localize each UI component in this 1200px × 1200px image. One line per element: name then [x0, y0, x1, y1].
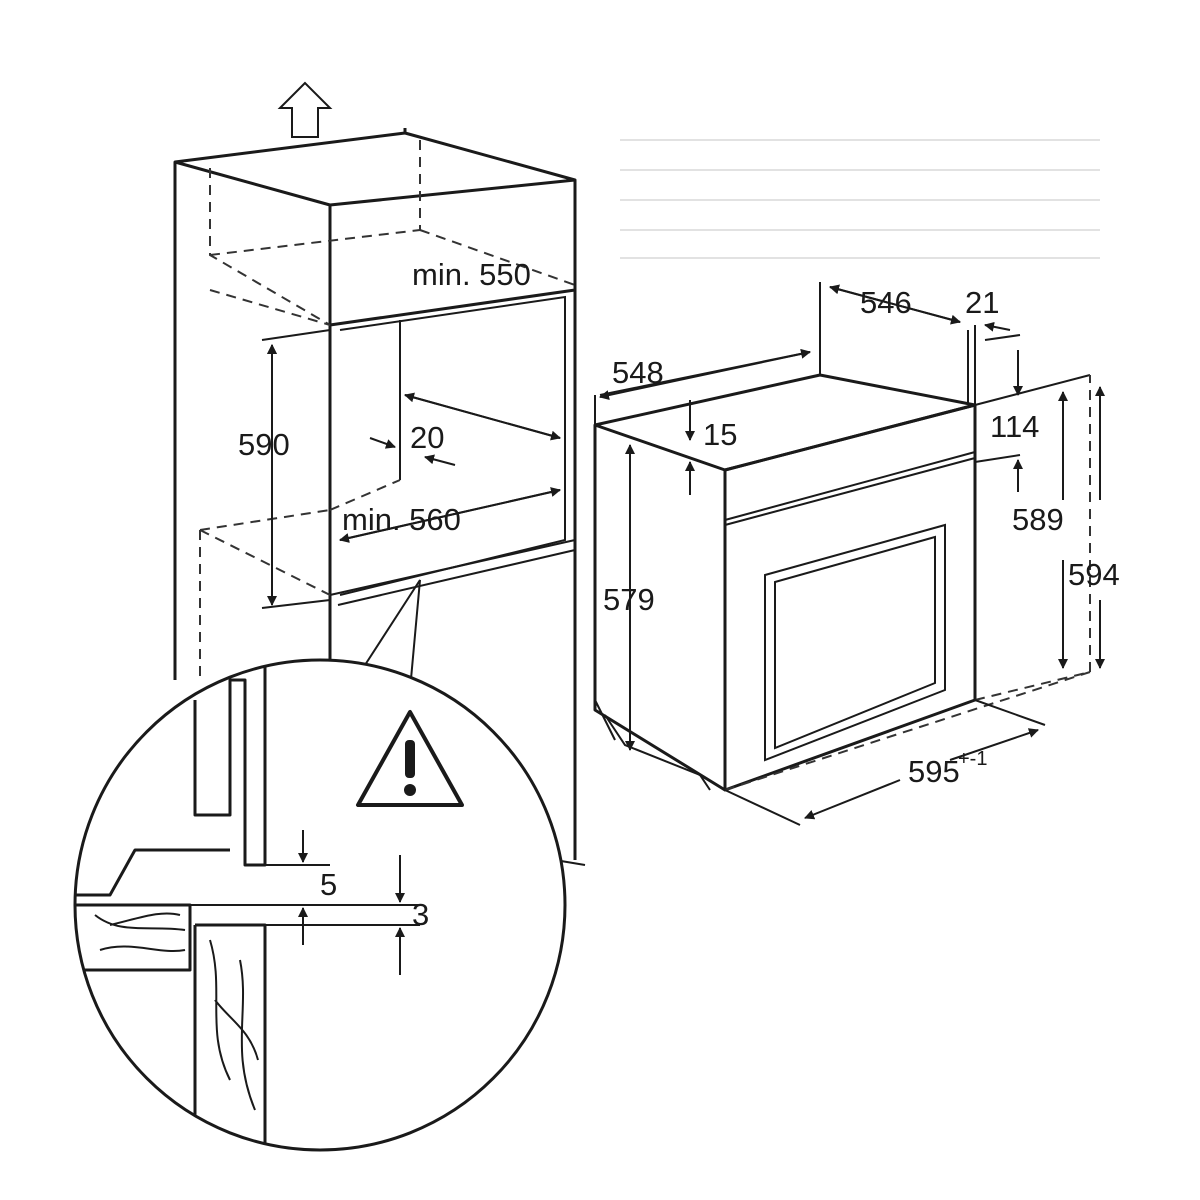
- cabinet-dimensions: [261, 329, 561, 609]
- label-depth-to-front: 546: [860, 285, 912, 320]
- label-width: 595: [908, 754, 960, 789]
- label-body-depth: 548: [612, 355, 664, 390]
- oven-dimensions: [594, 282, 1105, 826]
- label-niche-height: 590: [238, 427, 290, 462]
- label-gap-top: 5: [320, 867, 337, 902]
- label-niche-depth-top: min. 550: [412, 257, 531, 292]
- detail-circle: [73, 658, 567, 1152]
- label-panel-offset: 114: [990, 409, 1039, 444]
- label-rear-gap: 20: [410, 420, 444, 455]
- up-arrow-icon: [277, 81, 333, 138]
- label-top-offset: 15: [703, 417, 737, 452]
- label-front-height-inner: 589: [1012, 502, 1064, 537]
- warning-triangle-icon: [356, 710, 464, 807]
- label-front-thickness: 21: [965, 285, 999, 320]
- cabinet: [173, 128, 586, 866]
- label-width-tolerance: +-1: [958, 748, 987, 770]
- label-niche-depth-bottom: min. 560: [342, 502, 461, 537]
- label-body-height: 579: [603, 582, 655, 617]
- callout-pointer: [364, 579, 421, 691]
- label-front-height: 594: [1068, 557, 1120, 592]
- label-gap-bottom: 3: [412, 897, 429, 932]
- faint-background-lines: [620, 139, 1100, 259]
